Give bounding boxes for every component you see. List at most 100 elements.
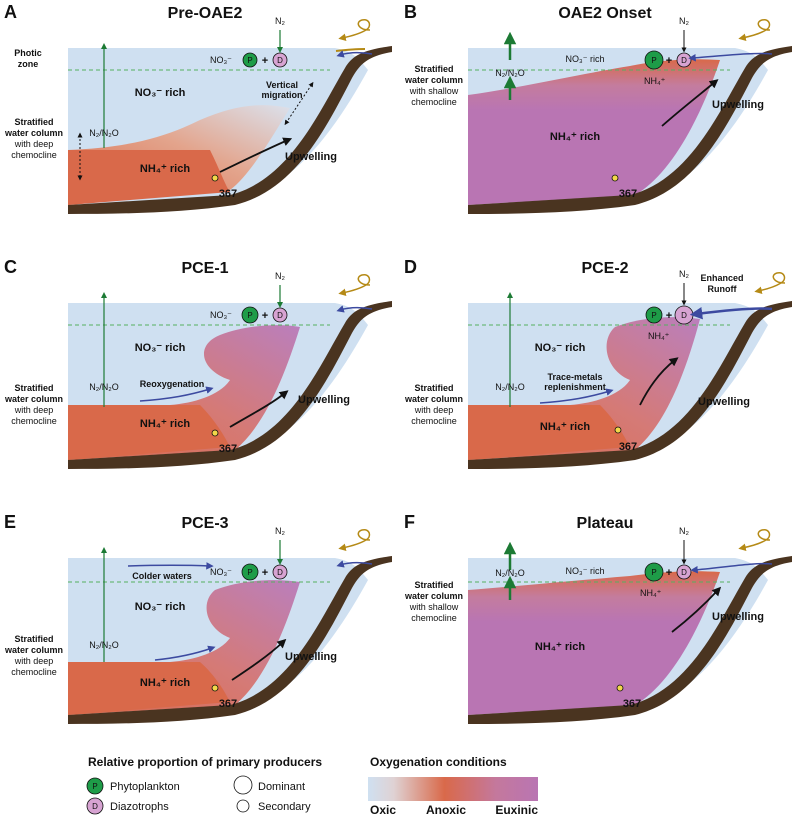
- panel-title: PCE-1: [181, 260, 228, 277]
- photic-label: Photic: [14, 48, 42, 58]
- panel-title: OAE2 Onset: [558, 5, 652, 22]
- producers-legend-title: Relative proportion of primary producers: [88, 755, 322, 769]
- panel-c: C PCE-1 Stratified water column with dee…: [4, 257, 392, 469]
- panel-letter: A: [4, 2, 17, 22]
- enhanced-runoff-label: Enhanced: [700, 273, 743, 283]
- nh4-small-label: NH₄⁺: [644, 76, 666, 86]
- stratified-label: with deep: [14, 656, 54, 666]
- diazotroph-circle: [272, 307, 288, 323]
- plus-sign: +: [262, 567, 268, 579]
- site-367-label: 367: [219, 698, 237, 710]
- site-367-marker: [611, 174, 619, 182]
- site-367-label: 367: [619, 188, 637, 200]
- stratified-label: chemocline: [11, 416, 57, 426]
- diazotroph-letter: D: [277, 56, 283, 65]
- no3-rich-label: NO₃⁻ rich: [535, 342, 586, 354]
- diazotroph-letter: D: [681, 56, 687, 65]
- stratified-label: chemocline: [411, 416, 457, 426]
- colder-waters-label: Colder waters: [132, 571, 192, 581]
- photic-label: zone: [18, 59, 39, 69]
- n2-n2o-label: N₂/N₂O: [495, 568, 525, 578]
- phytoplankton-circle: [645, 306, 663, 324]
- panel-letter: F: [404, 512, 415, 532]
- stratified-label: with deep: [14, 139, 54, 149]
- plus-sign: +: [666, 567, 672, 579]
- n2-n2o-label: N₂/N₂O: [495, 68, 525, 78]
- phytoplankton-circle: [242, 52, 258, 68]
- n2-label: N₂: [275, 16, 285, 26]
- site-367-marker: [616, 684, 624, 692]
- panel-d: D PCE-2 Stratified water column with dee…: [404, 257, 792, 469]
- stratified-label: water column: [404, 75, 463, 85]
- no3-surface-label: NO₃⁻: [210, 310, 232, 320]
- secondary-legend-label: Secondary: [258, 801, 311, 813]
- phytoplankton-legend-circle: [86, 777, 104, 795]
- oxygenation-colorbar: [368, 777, 538, 801]
- diazotroph-circle: [272, 52, 288, 68]
- site-367-marker: [211, 684, 219, 692]
- nh4-rich-label: NH₄⁺ rich: [535, 641, 585, 653]
- vertical-migration-label: Vertical: [266, 80, 298, 90]
- stratified-label: with shallow: [409, 602, 459, 612]
- stratified-label: chemocline: [411, 97, 457, 107]
- stratified-label: Stratified: [14, 634, 53, 644]
- phytoplankton-letter: P: [247, 56, 252, 65]
- n2-label: N₂: [679, 526, 689, 536]
- stratified-label: Stratified: [14, 117, 53, 127]
- phytoplankton-letter: P: [247, 311, 252, 320]
- plus-sign: +: [262, 55, 268, 67]
- stratified-label: water column: [4, 645, 63, 655]
- stratified-label: Stratified: [414, 580, 453, 590]
- site-367-label: 367: [623, 698, 641, 710]
- phytoplankton-circle: [644, 50, 664, 70]
- stratified-label: Stratified: [414, 64, 453, 74]
- no3-rich-label: NO₃⁻ rich: [566, 566, 605, 576]
- panel-letter: E: [4, 512, 16, 532]
- oxic-label: Oxic: [370, 803, 396, 817]
- phytoplankton-letter: P: [247, 568, 252, 577]
- site-367-label: 367: [619, 441, 637, 453]
- stratified-label: chemocline: [411, 613, 457, 623]
- panel-letter: D: [404, 257, 417, 277]
- phytoplankton-circle: [241, 306, 259, 324]
- no3-rich-label: NO₃⁻ rich: [566, 54, 605, 64]
- stratified-label: water column: [404, 591, 463, 601]
- nh4-rich-label: NH₄⁺ rich: [140, 163, 190, 175]
- vertical-migration-label: migration: [261, 90, 302, 100]
- trace-metals-label: replenishment: [544, 382, 606, 392]
- panel-title: PCE-3: [181, 515, 228, 532]
- phytoplankton-legend-label: Phytoplankton: [110, 781, 180, 793]
- oxygenation-legend-title: Oxygenation conditions: [370, 755, 507, 769]
- upwelling-label: Upwelling: [698, 396, 750, 408]
- n2-label: N₂: [679, 16, 689, 26]
- n2-n2o-label: N₂/N₂O: [89, 382, 119, 392]
- diazotroph-letter: D: [681, 568, 687, 577]
- stratified-label: water column: [4, 394, 63, 404]
- phytoplankton-circle: [241, 563, 259, 581]
- n2-label: N₂: [275, 271, 285, 281]
- site-367-label: 367: [219, 188, 237, 200]
- no3-surface-label: NO₃⁻: [210, 55, 232, 65]
- panel-letter: B: [404, 2, 417, 22]
- dominant-legend-circle: [233, 775, 253, 795]
- panel-a: A Pre-OAE2 Photic zone Stratified water …: [4, 2, 392, 214]
- upwelling-label: Upwelling: [712, 611, 764, 623]
- nh4-small-label: NH₄⁺: [640, 588, 662, 598]
- plus-sign: +: [666, 55, 672, 67]
- legend: Relative proportion of primary producers…: [86, 755, 538, 817]
- panel-f: F Plateau Stratified water column with s…: [404, 512, 792, 724]
- n2-label: N₂: [275, 526, 285, 536]
- upwelling-label: Upwelling: [285, 651, 337, 663]
- site-367-marker: [211, 429, 219, 437]
- panel-title: PCE-2: [581, 260, 628, 277]
- plus-sign: +: [262, 310, 268, 322]
- reoxygenation-label: Reoxygenation: [140, 379, 205, 389]
- nh4-rich-label: NH₄⁺ rich: [140, 677, 190, 689]
- diazotroph-letter: D: [681, 311, 687, 320]
- stratified-label: water column: [404, 394, 463, 404]
- stratified-label: chemocline: [11, 667, 57, 677]
- plus-sign: +: [666, 310, 672, 322]
- nh4-rich-label: NH₄⁺ rich: [550, 131, 600, 143]
- panel-e: E PCE-3 Stratified water column with dee…: [4, 512, 392, 724]
- trace-metals-label: Trace-metals: [547, 372, 602, 382]
